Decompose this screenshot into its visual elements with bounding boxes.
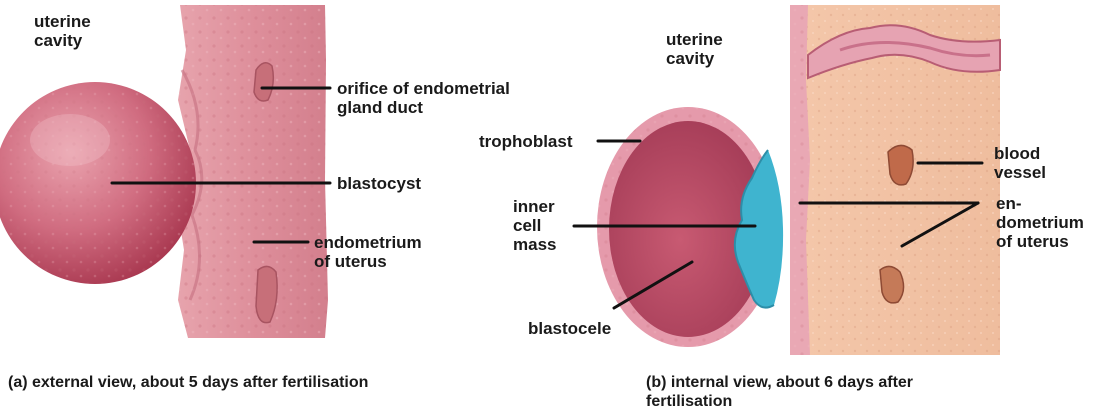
label-uterine-cavity-b: uterine cavity (666, 30, 723, 68)
caption-panel-a: (a) external view, about 5 days after fe… (8, 373, 368, 392)
label-inner-cell-mass: inner cell mass (513, 197, 556, 254)
label-blood-vessel: blood vessel (994, 144, 1046, 182)
label-endometrium-b: en- dometrium of uterus (996, 194, 1084, 251)
label-blastocele: blastocele (528, 319, 611, 338)
panel-a-illustration (0, 5, 328, 338)
label-endometrium-a: endometrium of uterus (314, 233, 422, 271)
blood-vessel (888, 145, 913, 184)
panel-b-illustration (597, 5, 1000, 355)
label-uterine-cavity-a: uterine cavity (34, 12, 91, 50)
label-orifice: orifice of endometrial gland duct (337, 79, 510, 117)
label-trophoblast: trophoblast (479, 132, 573, 151)
label-blastocyst: blastocyst (337, 174, 421, 193)
caption-panel-b: (b) internal view, about 6 days after fe… (646, 373, 913, 411)
gland-duct-orifice (254, 63, 273, 101)
